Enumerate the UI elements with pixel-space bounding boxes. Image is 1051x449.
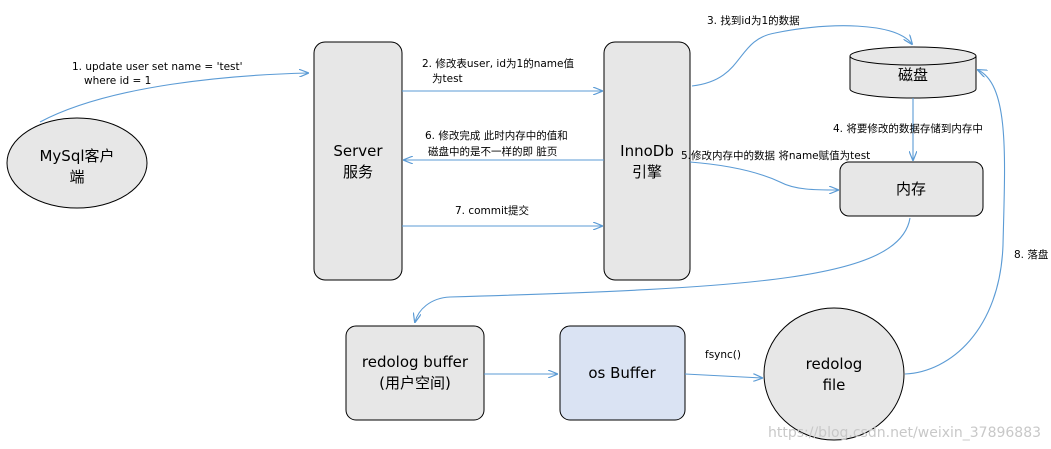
watermark-text: https://blog.csdn.net/weixin_37896883 — [768, 425, 1041, 441]
redolog-buffer-node: redolog buffer (用户空间) — [345, 325, 485, 421]
redolog-file-node: redolog file — [763, 307, 905, 441]
server-node: Server 服务 — [313, 41, 403, 281]
os-buffer-node: os Buffer — [559, 325, 686, 421]
disk-label: 磁盘 — [898, 66, 928, 84]
edge-label-fsync: fsync() — [705, 349, 741, 361]
innodb-node: InnoDb 引擎 — [603, 41, 691, 281]
edge-label-5: 5.修改内存中的数据 将name赋值为test — [681, 149, 870, 162]
redolog-buffer-label-line2: (用户空间) — [379, 374, 451, 392]
client-label-line1: MySql客户 — [39, 147, 114, 165]
edge-label-6-line1: 6. 修改完成 此时内存中的值和 — [425, 129, 568, 142]
innodb-label-line2: 引擎 — [632, 163, 662, 181]
edge-os-buffer-to-redolog-file — [684, 373, 762, 378]
edge-redolog-file-to-disk — [904, 70, 1006, 375]
edge-label-2-line2: 为test — [432, 73, 463, 85]
edge-label-6-line2: 磁盘中的是不一样的即 脏页 — [428, 145, 557, 158]
client-node: MySql客户 端 — [6, 117, 148, 209]
memory-node: 内存 — [839, 161, 984, 217]
os-buffer-label: os Buffer — [588, 364, 656, 382]
edge-client-to-server — [39, 73, 308, 123]
edge-label-2-line1: 2. 修改表user, id为1的name值 — [422, 57, 574, 70]
redolog-file-label-line1: redolog — [806, 355, 863, 373]
client-label-line2: 端 — [69, 168, 84, 186]
memory-label: 内存 — [896, 180, 926, 198]
edge-label-8: 8. 落盘 — [1014, 248, 1049, 261]
server-label-line2: 服务 — [343, 163, 373, 181]
redolog-buffer-label-line1: redolog buffer — [362, 353, 469, 371]
edge-memory-to-redolog-buffer — [415, 217, 911, 322]
edge-innodb-to-memory — [689, 161, 838, 190]
redolog-file-label-line2: file — [823, 376, 846, 394]
innodb-label-line1: InnoDb — [620, 142, 674, 160]
edge-label-1-line1: 1. update user set name = 'test' — [72, 61, 243, 73]
edge-label-7: 7. commit提交 — [455, 204, 530, 217]
server-label-line1: Server — [333, 142, 383, 160]
edge-label-3: 3. 找到id为1的数据 — [707, 14, 800, 27]
edge-label-4: 4. 将要修改的数据存储到内存中 — [833, 122, 983, 135]
edge-innodb-to-disk — [691, 25, 912, 87]
edge-label-1-line2: where id = 1 — [84, 75, 151, 87]
disk-node: 磁盘 — [849, 46, 977, 99]
